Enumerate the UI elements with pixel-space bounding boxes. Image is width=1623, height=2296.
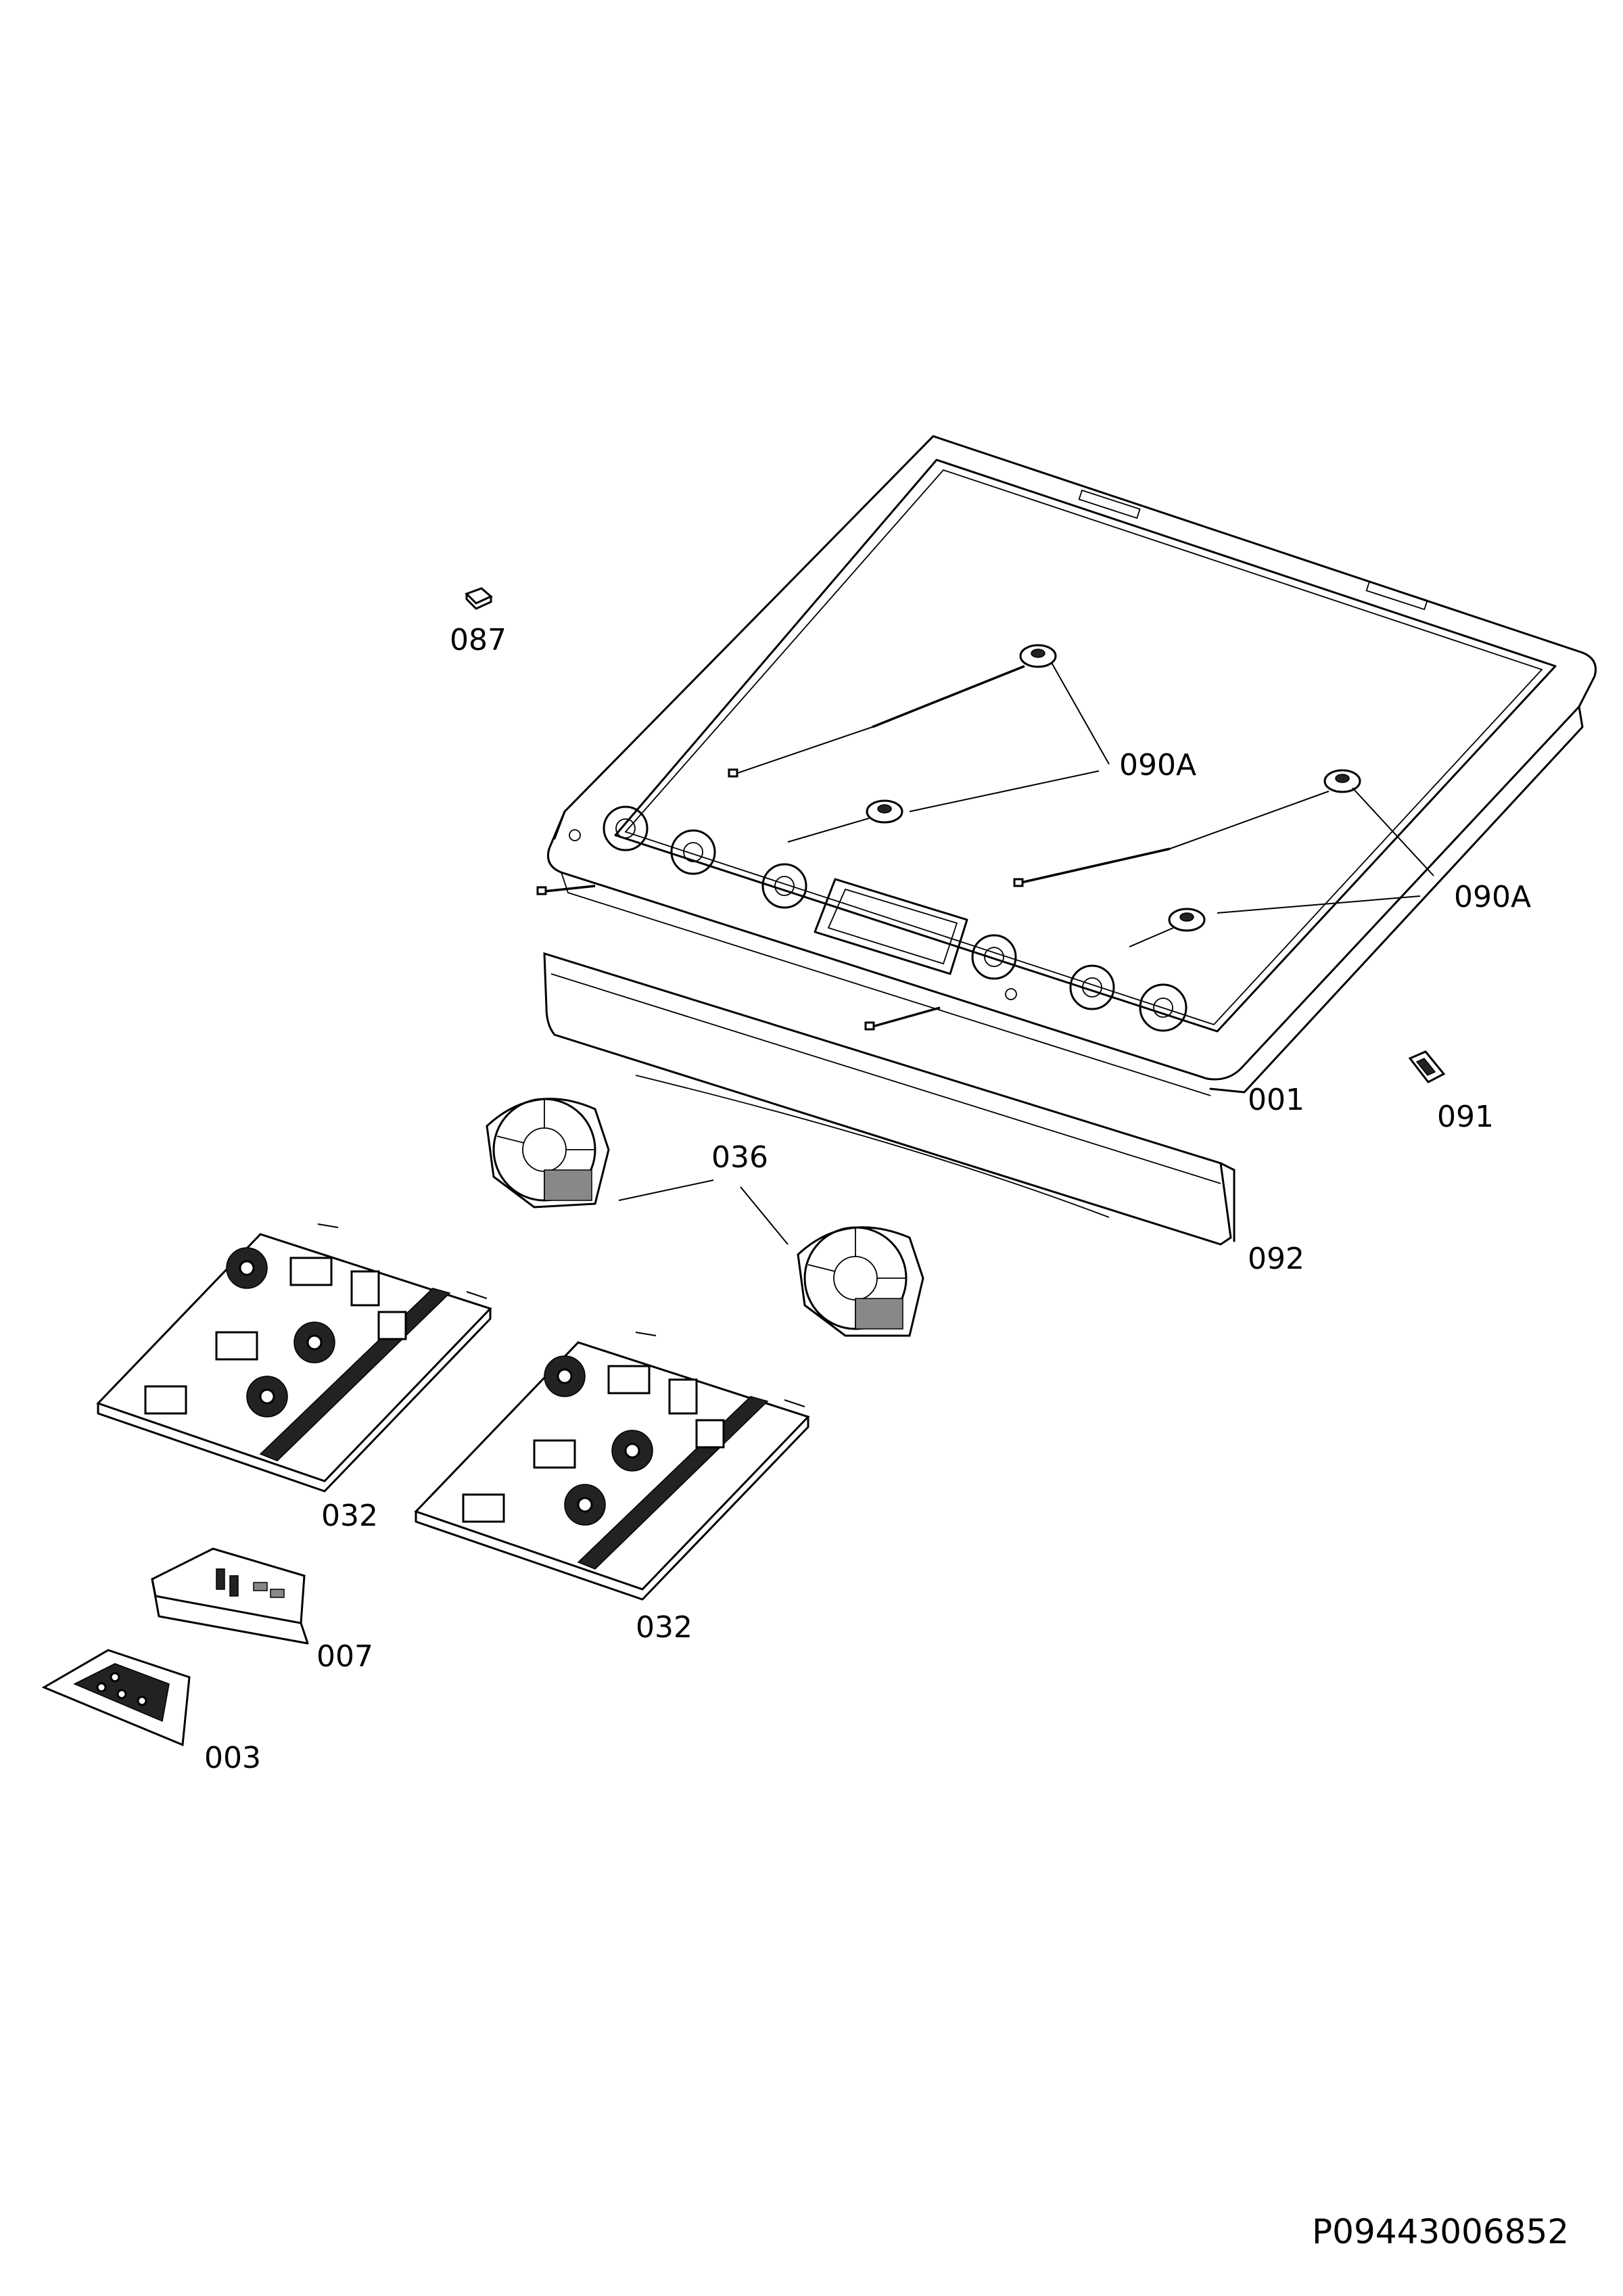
part-007-bracket — [151, 1547, 309, 1645]
part-001-hob-frame — [547, 435, 1597, 1096]
label-090a-lower: 090A — [1454, 880, 1532, 914]
part-087-clip — [465, 587, 493, 610]
part-036-fan-lower — [797, 1226, 924, 1337]
drawing-number: P09443006852 — [1312, 2212, 1570, 2251]
part-032-power-board-right — [414, 1332, 810, 1601]
label-090a-upper: 090A — [1119, 748, 1197, 782]
part-036-fan-upper — [486, 1098, 610, 1209]
part-091-bracket — [1408, 1050, 1446, 1083]
label-032-right: 032 — [636, 1610, 692, 1645]
leader-lines — [618, 662, 1434, 1245]
label-007: 007 — [316, 1639, 373, 1674]
label-087: 087 — [450, 623, 507, 657]
label-091: 091 — [1437, 1100, 1494, 1134]
label-032-left: 032 — [321, 1499, 378, 1533]
label-092: 092 — [1248, 1242, 1304, 1276]
label-003: 003 — [204, 1741, 261, 1775]
part-003-control-board — [41, 1649, 191, 1747]
part-090a-sensors — [536, 644, 1361, 1031]
control-knobs — [569, 805, 1187, 1032]
part-032-power-board-left — [96, 1223, 492, 1493]
label-036: 036 — [711, 1140, 768, 1175]
part-092-trim-strip — [543, 952, 1236, 1246]
label-001: 001 — [1248, 1083, 1304, 1117]
